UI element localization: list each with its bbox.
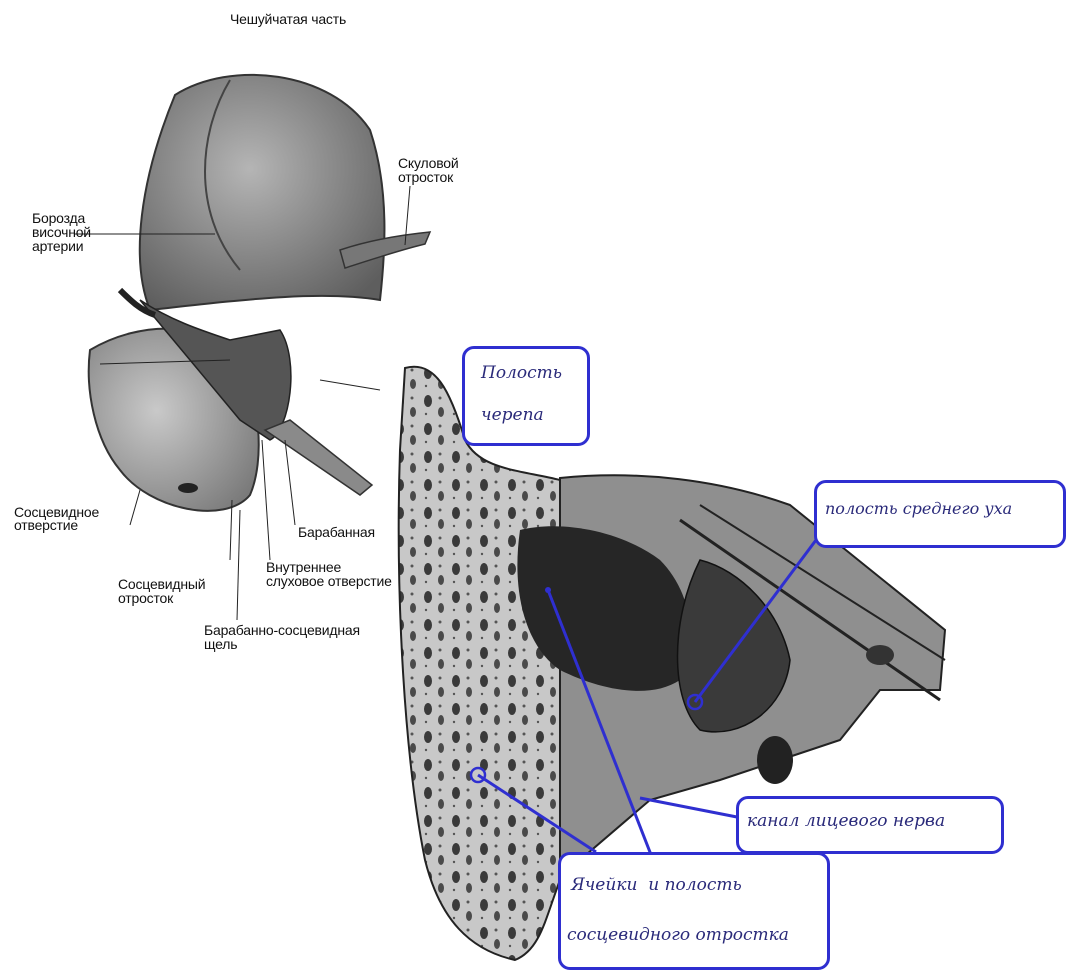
label-squamous-part: Чешуйчатая часть [230,12,346,26]
annotation-facial-canal: канал лицевого нерва [736,796,1004,854]
label-mastoid-process-line2: отросток [118,591,173,605]
label-tympanic-part: Барабанная [298,525,375,539]
annotation-cranial-cavity: Полость черепа [462,346,590,446]
label-temporal-artery-groove-line2: височной [32,225,91,239]
label-tympanomastoid-fissure-line1: Барабанно-сосцевидная [204,623,360,637]
label-internal-meatus-line2: слуховое отверстие [266,574,392,588]
label-zygomatic-process-line2: отросток [398,170,453,184]
annotation-middle-ear-cavity: полость среднего уха [814,480,1066,548]
label-mastoid-process-line1: Сосцевидный [118,577,205,591]
label-temporal-artery-groove-line1: Борозда [32,211,85,225]
label-tympanomastoid-fissure-line2: щель [204,637,237,651]
annotation-mastoid-cells-line1: Ячейки и полость [571,875,742,895]
mastoid-section-shape [399,367,560,960]
annotation-cranial-cavity-line2: черепа [481,405,544,425]
label-mastoid-foramen-line2: отверстие [14,518,78,532]
annotation-middle-ear-text: полость среднего уха [825,499,1012,518]
annotation-facial-canal-text: канал лицевого нерва [747,811,945,831]
annotation-cranial-cavity-line1: Полость [481,363,562,383]
annotation-mastoid-cells-line2: сосцевидного отростка [567,925,789,945]
label-temporal-artery-groove-line3: артерии [32,239,83,253]
annotation-mastoid-cells: Ячейки и полость сосцевидного отростка [558,852,830,970]
label-zygomatic-process-line1: Скуловой [398,156,458,170]
label-internal-meatus-line1: Внутреннее [266,560,341,574]
